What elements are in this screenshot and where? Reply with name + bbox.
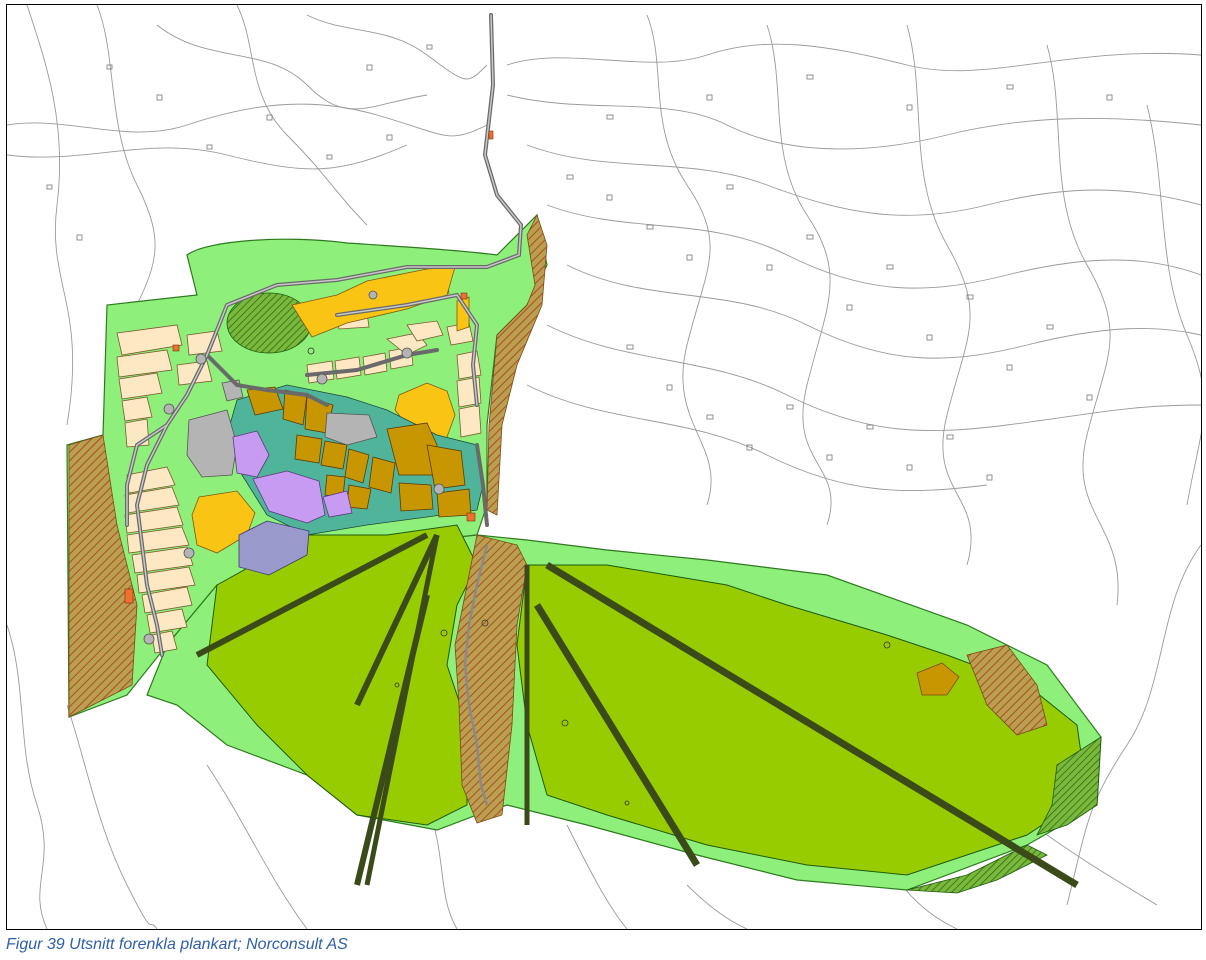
purple-area-east <box>322 490 353 518</box>
plan-map <box>7 5 1201 929</box>
hatched-zone-southeast <box>966 644 1048 736</box>
road-center-lines <box>126 14 522 656</box>
plan-map-frame <box>6 4 1202 930</box>
housing-yellow-north <box>291 266 456 338</box>
background-contours <box>7 5 1201 929</box>
public-grey-center <box>324 412 378 446</box>
ski-trails <box>195 532 1079 888</box>
purple-area-center <box>252 470 326 524</box>
zone-green-west <box>206 524 478 826</box>
housing-yellow-center <box>394 382 456 446</box>
figure-caption: Figur 39 Utsnitt forenkla plankart; Norc… <box>6 936 348 953</box>
hatched-zone-west <box>68 434 138 718</box>
map-symbols <box>307 347 891 806</box>
hatched-green-south-edge <box>906 844 1048 894</box>
orange-markers <box>124 130 494 604</box>
hatched-green-east-edge <box>1036 736 1102 836</box>
public-grey-west <box>186 409 238 478</box>
stream <box>463 544 489 806</box>
turning-circles <box>143 290 445 645</box>
blue-area <box>238 520 310 576</box>
purple-area-west <box>232 430 270 478</box>
hatched-small-patch <box>916 662 960 696</box>
background-buildings <box>46 44 1113 481</box>
